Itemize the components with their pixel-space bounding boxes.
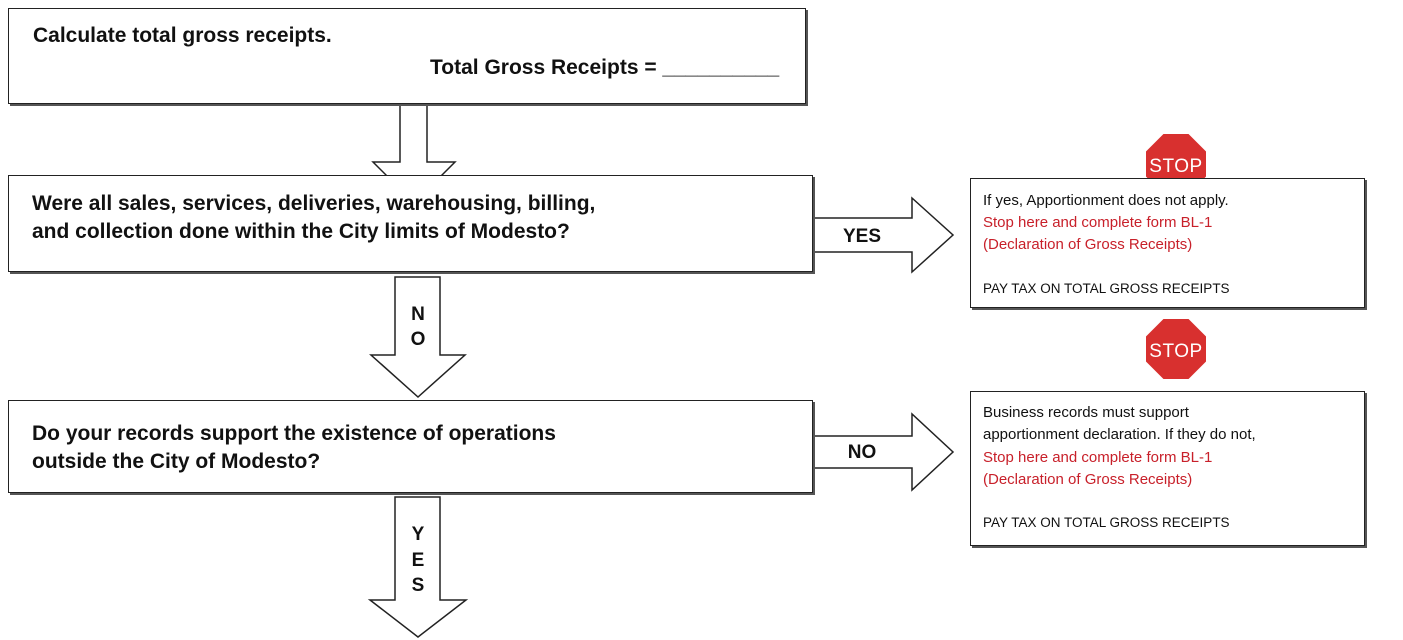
result2-box: Business records must support apportionm… (970, 391, 1365, 546)
result2-line2: apportionment declaration. If they do no… (983, 426, 1256, 443)
stop-sign-icon: STOP (1144, 317, 1208, 381)
step3-question-line1: Do your records support the existence of… (32, 422, 556, 445)
step3-question-line2: outside the City of Modesto? (32, 450, 321, 473)
step2-box: Were all sales, services, deliveries, wa… (8, 175, 813, 272)
result1-red-line1: Stop here and complete form BL-1 (983, 214, 1213, 231)
step1-line1: Calculate total gross receipts. (33, 24, 332, 47)
yes-arrow-label-e: E (411, 550, 425, 571)
yes-arrow-label: YES (842, 226, 882, 247)
yes-arrow-label-y: Y (411, 524, 425, 545)
stop-sign-text: STOP (1149, 341, 1202, 362)
no-arrow-label-n: N (411, 304, 425, 325)
step1-box: Calculate total gross receipts. Total Gr… (8, 8, 806, 104)
yes-arrow-label-s: S (411, 575, 425, 596)
no-arrow-label: NO (847, 442, 877, 463)
result2-red-line2: (Declaration of Gross Receipts) (983, 471, 1193, 488)
result1-footer: PAY TAX ON TOTAL GROSS RECEIPTS (983, 281, 1230, 296)
result2-red-line1: Stop here and complete form BL-1 (983, 449, 1213, 466)
step2-question-line2: and collection done within the City limi… (32, 220, 570, 243)
result1-red-line2: (Declaration of Gross Receipts) (983, 236, 1193, 253)
result1-line1: If yes, Apportionment does not apply. (983, 192, 1229, 209)
result1-box: If yes, Apportionment does not apply. St… (970, 178, 1365, 308)
step1-line2: Total Gross Receipts = __________ (430, 56, 780, 79)
down-arrow-yes (367, 496, 469, 638)
right-arrow-yes (811, 196, 955, 274)
result2-line1: Business records must support (983, 404, 1189, 421)
result2-footer: PAY TAX ON TOTAL GROSS RECEIPTS (983, 515, 1230, 530)
stop-sign-text: STOP (1149, 156, 1202, 177)
step3-box: Do your records support the existence of… (8, 400, 813, 493)
right-arrow-no (811, 412, 955, 492)
no-arrow-label-o: O (410, 329, 426, 350)
step2-question-line1: Were all sales, services, deliveries, wa… (32, 192, 596, 215)
down-arrow-no (369, 276, 467, 399)
